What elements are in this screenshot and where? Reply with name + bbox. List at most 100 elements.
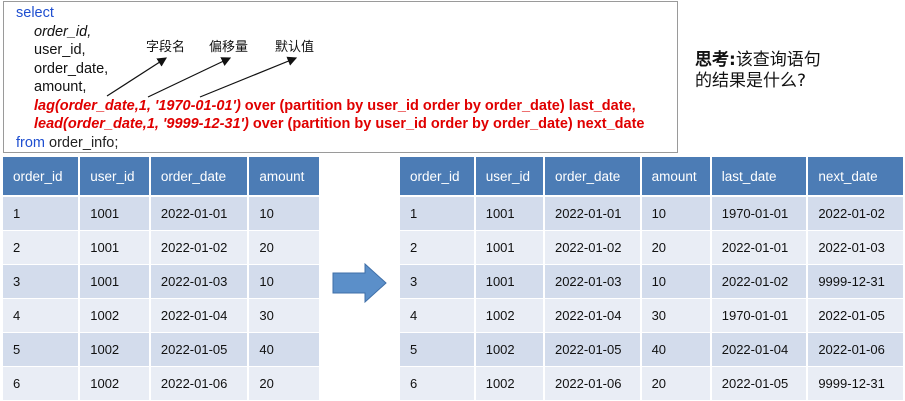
table-cell: 2022-01-02	[808, 197, 905, 231]
table-cell: 5	[400, 333, 476, 367]
from-table: order_info;	[45, 134, 119, 151]
table-cell: 1	[3, 197, 81, 231]
table-cell: 3	[400, 265, 476, 299]
table-cell: 20	[249, 367, 321, 401]
table-cell: 10	[249, 265, 321, 299]
annotation-offset: 偏移量	[209, 40, 249, 55]
table-cell: 3	[3, 265, 81, 299]
table-cell: 10	[641, 265, 712, 299]
table-cell: 1002	[80, 367, 151, 401]
table-cell: 30	[641, 299, 712, 333]
lag-expression: lag(order_date,1, '1970-01-01') over (pa…	[16, 97, 677, 116]
table-cell: 1001	[475, 231, 545, 265]
lead-expression: lead(order_date,1, '9999-12-31') over (p…	[16, 115, 677, 134]
table-cell: 2022-01-01	[544, 197, 642, 231]
table-cell: 2022-01-03	[150, 265, 250, 299]
table-cell: 20	[641, 231, 712, 265]
column-amount: amount,	[34, 79, 87, 95]
annotation-default-value: 默认值	[275, 40, 315, 55]
lag-function: lag(order_date,1, '1970-01-01')	[34, 97, 241, 114]
table-cell: 2022-01-01	[711, 231, 809, 265]
table-cell: 2022-01-04	[544, 299, 642, 333]
table-cell: 2	[3, 231, 81, 265]
table-cell: 6	[400, 367, 476, 401]
header-cell: amount	[249, 157, 321, 197]
table-cell: 9999-12-31	[808, 265, 905, 299]
lag-window: over (partition by user_id order by orde…	[240, 97, 636, 114]
table-cell: 2022-01-05	[808, 299, 905, 333]
column-order-date: order_date,	[34, 60, 109, 77]
table-cell: 1001	[80, 197, 151, 231]
lead-window: over (partition by user_id order by orde…	[248, 116, 645, 132]
question-label: 思考:	[695, 50, 736, 70]
table-cell: 2022-01-03	[808, 231, 905, 265]
table-cell: 1002	[475, 367, 545, 401]
table-cell: 2022-01-06	[150, 367, 250, 401]
from-clause: from order_info;	[16, 134, 677, 153]
table-cell: 2022-01-05	[150, 333, 250, 367]
header-cell: user_id	[80, 157, 151, 197]
table-cell: 40	[641, 333, 712, 367]
table-cell: 2022-01-04	[150, 299, 250, 333]
table-cell: 10	[641, 197, 712, 231]
column-user-id: user_id,	[34, 42, 86, 58]
source-table-header: order_id user_id order_date amount	[3, 157, 321, 197]
table-cell: 2022-01-02	[711, 265, 809, 299]
right-arrow-icon	[332, 263, 387, 303]
table-cell: 2022-01-05	[544, 333, 642, 367]
table-cell: 6	[3, 367, 81, 401]
table-cell: 1001	[80, 231, 151, 265]
table-cell: 40	[249, 333, 321, 367]
table-cell: 4	[400, 299, 476, 333]
header-cell: order_date	[150, 157, 250, 197]
table-cell: 2022-01-02	[150, 231, 250, 265]
lead-function: lead(order_date,1, '9999-12-31')	[34, 116, 249, 132]
question-text-2: 的结果是什么?	[695, 71, 807, 91]
header-cell: order_id	[400, 157, 476, 197]
table-cell: 2	[400, 231, 476, 265]
result-table-header: order_id user_id order_date amount last_…	[400, 157, 905, 197]
table-cell: 20	[249, 231, 321, 265]
table-cell: 2022-01-06	[808, 333, 905, 367]
annotation-field-name: 字段名	[146, 40, 186, 55]
table-cell: 1970-01-01	[711, 299, 809, 333]
question-note: 思考:该查询语句 的结果是什么?	[695, 50, 895, 92]
table-cell: 1001	[475, 197, 545, 231]
sql-code-box: select order_id, user_id, order_date, am…	[3, 1, 678, 153]
result-table: order_id user_id order_date amount last_…	[400, 157, 905, 401]
table-cell: 5	[3, 333, 81, 367]
table-cell: 1002	[475, 333, 545, 367]
table-cell: 20	[641, 367, 712, 401]
table-cell: 2022-01-04	[711, 333, 809, 367]
header-cell: next_date	[808, 157, 905, 197]
header-cell: user_id	[475, 157, 545, 197]
from-keyword: from	[16, 134, 45, 151]
table-cell: 2022-01-01	[150, 197, 250, 231]
header-cell: order_date	[544, 157, 642, 197]
table-cell: 1	[400, 197, 476, 231]
table-cell: 1001	[475, 265, 545, 299]
table-cell: 1001	[80, 265, 151, 299]
header-cell: last_date	[711, 157, 809, 197]
header-cell: order_id	[3, 157, 81, 197]
table-cell: 10	[249, 197, 321, 231]
table-cell: 2022-01-03	[544, 265, 642, 299]
table-cell: 2022-01-05	[711, 367, 809, 401]
table-cell: 1002	[80, 299, 151, 333]
table-cell: 4	[3, 299, 81, 333]
column-order-id: order_id,	[34, 23, 92, 40]
header-cell: amount	[641, 157, 712, 197]
question-text-1: 该查询语句	[735, 50, 821, 70]
